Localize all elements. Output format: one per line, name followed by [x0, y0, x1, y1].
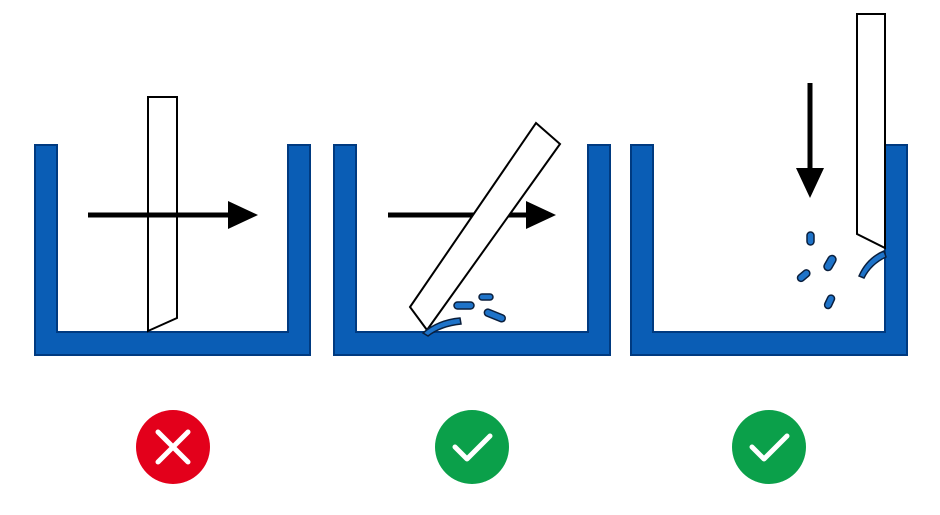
particle — [478, 293, 494, 301]
particle — [796, 269, 811, 283]
check-icon — [732, 410, 806, 484]
container-2 — [333, 144, 611, 356]
verdict-2 — [435, 410, 509, 484]
check-mark — [749, 433, 790, 462]
particle — [823, 254, 837, 272]
container-1 — [34, 144, 311, 356]
particles-3 — [796, 231, 887, 310]
cross-mark — [155, 429, 191, 465]
particle — [823, 294, 836, 310]
particle — [806, 231, 815, 246]
particles-2 — [421, 293, 507, 337]
panel-2 — [333, 121, 611, 356]
panel-3 — [630, 13, 908, 356]
panel-1 — [34, 96, 311, 356]
check-icon — [435, 410, 509, 484]
particle-curve — [421, 317, 462, 337]
arrow-vertical-down — [796, 83, 824, 198]
particle — [453, 301, 475, 310]
particle-curve — [857, 250, 887, 279]
strip-lifted — [856, 13, 886, 250]
arrow-horizontal-1 — [88, 201, 258, 229]
check-mark — [452, 433, 493, 462]
verdict-1 — [136, 410, 210, 484]
verdict-3 — [732, 410, 806, 484]
particle — [483, 308, 507, 323]
